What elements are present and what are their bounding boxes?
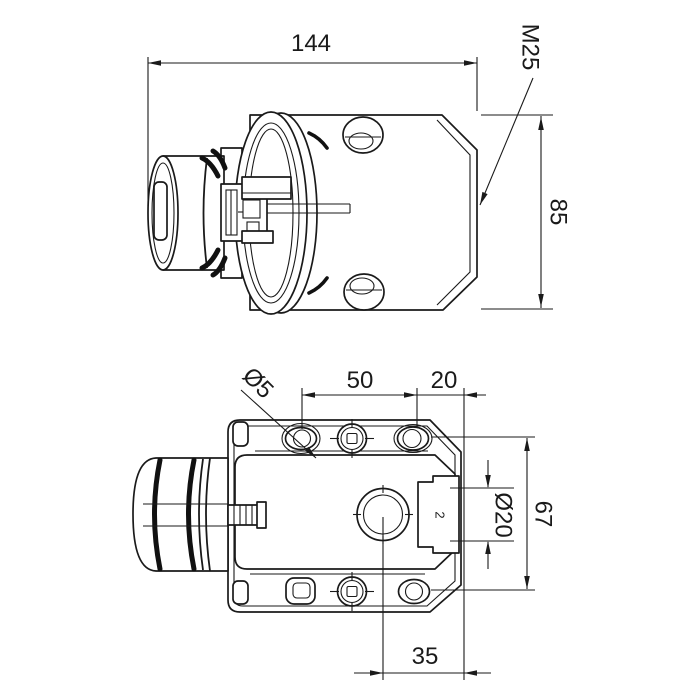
dim-label-entry-dia: Ø20 (490, 492, 517, 537)
inner-compartment (234, 450, 456, 575)
arrowhead (304, 446, 316, 458)
screw-boss-bottom (343, 273, 385, 311)
dim-label-width: 144 (291, 30, 331, 57)
dim-label-edge-offset: 20 (431, 367, 458, 394)
arrowhead (538, 294, 544, 307)
square-hole-bottom-left (285, 577, 316, 605)
terminal-marking: 2 (433, 511, 448, 518)
oval-hole-top-right (393, 423, 433, 454)
dimension-height-85: 85 (481, 114, 572, 310)
arrowhead (524, 438, 530, 451)
label-gland-m25: M25 (479, 24, 544, 206)
arrowhead (370, 670, 383, 676)
dim-label-height: 85 (545, 199, 572, 226)
arrowhead (485, 475, 491, 488)
dimension-edge-offset-20: 20 (431, 367, 477, 398)
dimension-row-spacing-67: 67 (431, 436, 557, 591)
sleeve-bottom (132, 457, 267, 572)
arrowhead (538, 117, 544, 130)
front-sleeve (147, 148, 228, 278)
arrowhead (302, 392, 315, 398)
dimension-entry-dia-20: Ø20 (450, 460, 517, 569)
arrowhead (464, 392, 477, 398)
arrowhead (148, 60, 161, 66)
arrowhead (485, 541, 491, 554)
center-hole-top (330, 419, 374, 458)
hole-dia-label: Ø5 (237, 362, 279, 404)
dim-label-center-offset: 35 (412, 643, 439, 670)
arrowhead (524, 576, 530, 589)
dim-label-hole-spacing: 50 (347, 367, 374, 394)
latch-ribs-bottom (227, 501, 267, 529)
terminal-block: 2 (417, 475, 460, 554)
mounting-holes-bottom-row (285, 572, 431, 611)
mounting-holes-top-row (281, 419, 433, 458)
side-view: 144 M25 85 (147, 24, 572, 315)
center-hole-bottom (330, 572, 374, 611)
arrowhead (464, 60, 477, 66)
cable-entry-hole (353, 485, 413, 544)
dimension-center-offset-35: 35 (354, 517, 491, 680)
corner-clip-top-left (232, 421, 249, 447)
dimension-width-144: 144 (147, 30, 478, 206)
corner-clip-bottom-left (232, 580, 249, 605)
dim-label-row-spacing: 67 (530, 501, 557, 528)
oval-hole-top-left (281, 422, 321, 455)
arrowhead (480, 191, 488, 205)
latch-mechanism (220, 176, 351, 244)
oval-hole-bottom-right (397, 578, 431, 605)
screw-boss-top (342, 116, 384, 154)
bottom-view: 2 Ø5 (132, 362, 557, 680)
arrowhead (404, 392, 417, 398)
keyway-slot (153, 181, 168, 241)
arrowhead (464, 670, 477, 676)
gland-label: M25 (517, 24, 544, 71)
